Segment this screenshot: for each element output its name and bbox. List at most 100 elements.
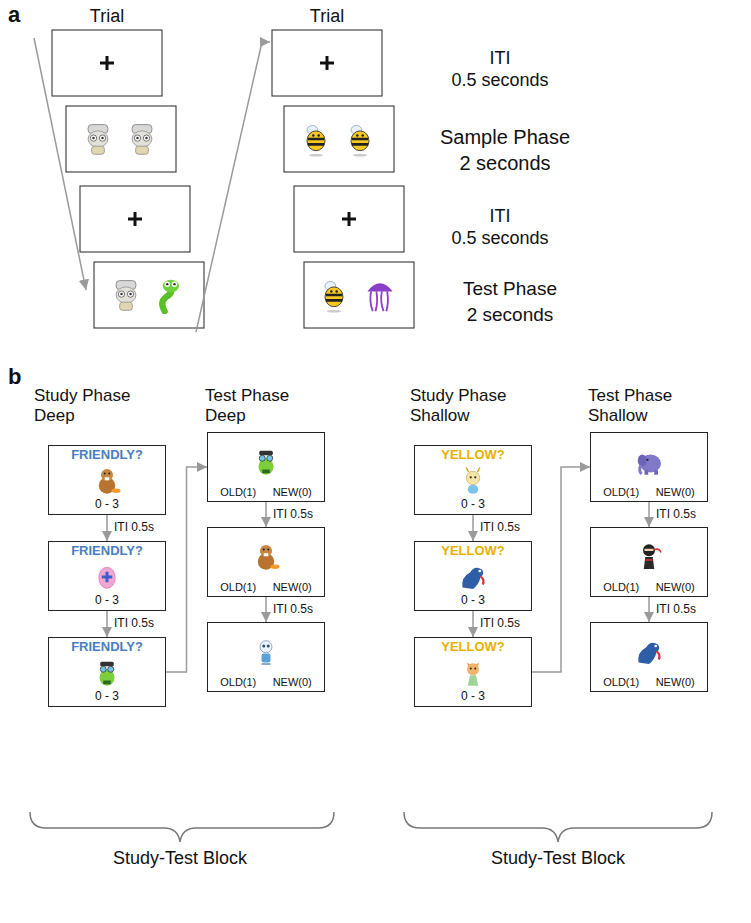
- study-screen: YELLOW? 0 - 3: [414, 445, 532, 515]
- test-screen: OLD(1)NEW(0): [207, 432, 325, 502]
- phase-label: 0.5 seconds: [425, 228, 575, 249]
- trial-screens: [294, 186, 404, 252]
- response-option: OLD(1): [220, 581, 256, 594]
- response-option: NEW(0): [656, 486, 695, 499]
- stimulus-cartoon: [467, 663, 479, 686]
- stimulus-cartoon: [351, 126, 369, 157]
- block-bracket: [30, 812, 334, 842]
- study-screen: FRIENDLY? 0 - 3: [48, 445, 166, 515]
- panel-letter: a: [8, 2, 38, 27]
- response-option: NEW(0): [656, 581, 695, 594]
- test-screen: OLD(1) NEW(0): [590, 527, 708, 597]
- column-heading: Test Phase Shallow: [588, 386, 702, 425]
- iti-arrow: [166, 467, 207, 672]
- stimulus-cartoon: [643, 544, 661, 569]
- study-screen: FRIENDLY? 0 - 3: [48, 541, 166, 611]
- iti-arrow: [472, 515, 474, 541]
- response-option: OLD(1): [603, 676, 639, 689]
- panel-letter: b: [8, 364, 38, 389]
- iti-arrow: [265, 502, 267, 527]
- iti-arrow: [532, 467, 590, 672]
- interval-label: ITI 0.5s: [112, 521, 156, 535]
- iti-arrow: [648, 502, 650, 527]
- answer-row: OLD(1)NEW(0): [212, 581, 320, 594]
- answer-row: OLD(1) NEW(0): [595, 486, 703, 499]
- bracket-label: Study-Test Block: [70, 848, 290, 869]
- interval-label: ITI 0.5s: [654, 508, 698, 522]
- interval-label: ITI 0.5s: [478, 521, 522, 535]
- phase-label: Test Phase: [430, 278, 590, 300]
- study-screen: YELLOW? 0 - 3: [414, 541, 532, 611]
- trial-screens: [52, 30, 414, 328]
- block-bracket: [30, 812, 712, 842]
- stimulus-cartoon: [132, 125, 152, 155]
- timeline-arrow: [34, 38, 270, 332]
- stimulus-cartoon: [367, 283, 392, 311]
- rating-scale: 0 - 3: [95, 594, 119, 608]
- answer-row: OLD(1) NEW(0): [212, 676, 320, 689]
- phase-label: ITI: [425, 206, 575, 227]
- interval-label: ITI 0.5s: [112, 617, 156, 631]
- stimulus-cartoon: [307, 126, 325, 157]
- column-heading: Study Phase Deep: [34, 386, 148, 425]
- response-option: NEW(0): [273, 676, 312, 689]
- response-option: OLD(1): [603, 581, 639, 594]
- trial-screens: [66, 106, 176, 172]
- interval-label: ITI 0.5s: [654, 603, 698, 617]
- study-screen: YELLOW? 0 - 3: [414, 637, 532, 707]
- rating-scale: 0 - 3: [461, 498, 485, 512]
- interval-label: ITI 0.5s: [271, 508, 315, 522]
- block-bracket: [404, 812, 712, 842]
- rating-scale: 0 - 3: [95, 690, 119, 704]
- trial-screens: [94, 262, 204, 328]
- stimulus-cartoon: [88, 125, 108, 155]
- phase-label: 2 seconds: [420, 152, 590, 175]
- judgment-question: FRIENDLY?: [71, 544, 143, 559]
- response-option: OLD(1): [220, 486, 256, 499]
- interval-label: ITI 0.5s: [271, 603, 315, 617]
- fixation-cross: [128, 212, 142, 226]
- iti-arrow: [106, 515, 108, 541]
- trial-screens: [284, 106, 394, 172]
- response-option: OLD(1): [603, 486, 639, 499]
- stimulus-cartoon: [100, 662, 115, 686]
- phase-label: Trial: [62, 6, 152, 27]
- test-screen: OLD(1)NEW(0): [590, 622, 708, 692]
- phase-label: Trial: [282, 6, 372, 27]
- phase-label: 0.5 seconds: [425, 70, 575, 91]
- test-screen: OLD(1) NEW(0): [207, 622, 325, 692]
- judgment-question: YELLOW?: [441, 640, 505, 655]
- trial-screens: [304, 262, 414, 328]
- iti-arrow: [265, 597, 267, 622]
- trial-screens: [52, 30, 162, 96]
- column-heading: Study Phase Shallow: [410, 386, 524, 425]
- stimulus-cartoon: [325, 282, 343, 313]
- judgment-question: YELLOW?: [441, 544, 505, 559]
- iti-arrow: [106, 611, 108, 637]
- rating-scale: 0 - 3: [461, 594, 485, 608]
- fixation-cross: [100, 56, 356, 226]
- stimulus-cartoon: [162, 280, 179, 312]
- answer-row: OLD(1)NEW(0): [212, 486, 320, 499]
- response-option: OLD(1): [220, 676, 256, 689]
- phase-label: 2 seconds: [430, 304, 590, 326]
- stimulus-cartoon: [462, 568, 483, 589]
- answer-row: OLD(1)NEW(0): [595, 676, 703, 689]
- column-heading: Test Phase Deep: [205, 386, 319, 425]
- study-screen: FRIENDLY?0 - 3: [48, 637, 166, 707]
- test-screen: OLD(1)NEW(0): [207, 527, 325, 597]
- trial-screens: [80, 186, 190, 252]
- fixation-cross: [320, 56, 334, 70]
- rating-scale: 0 - 3: [95, 498, 119, 512]
- timeline-arrow: [34, 38, 86, 290]
- interval-label: ITI 0.5s: [478, 617, 522, 631]
- fixation-cross: [342, 212, 356, 226]
- judgment-question: YELLOW?: [441, 448, 505, 463]
- bracket-label: Study-Test Block: [448, 848, 668, 869]
- stimulus-cartoon: [260, 641, 272, 664]
- iti-arrow: [648, 597, 650, 622]
- judgment-question: FRIENDLY?: [71, 448, 143, 463]
- phase-label: ITI: [425, 48, 575, 69]
- rating-scale: 0 - 3: [461, 690, 485, 704]
